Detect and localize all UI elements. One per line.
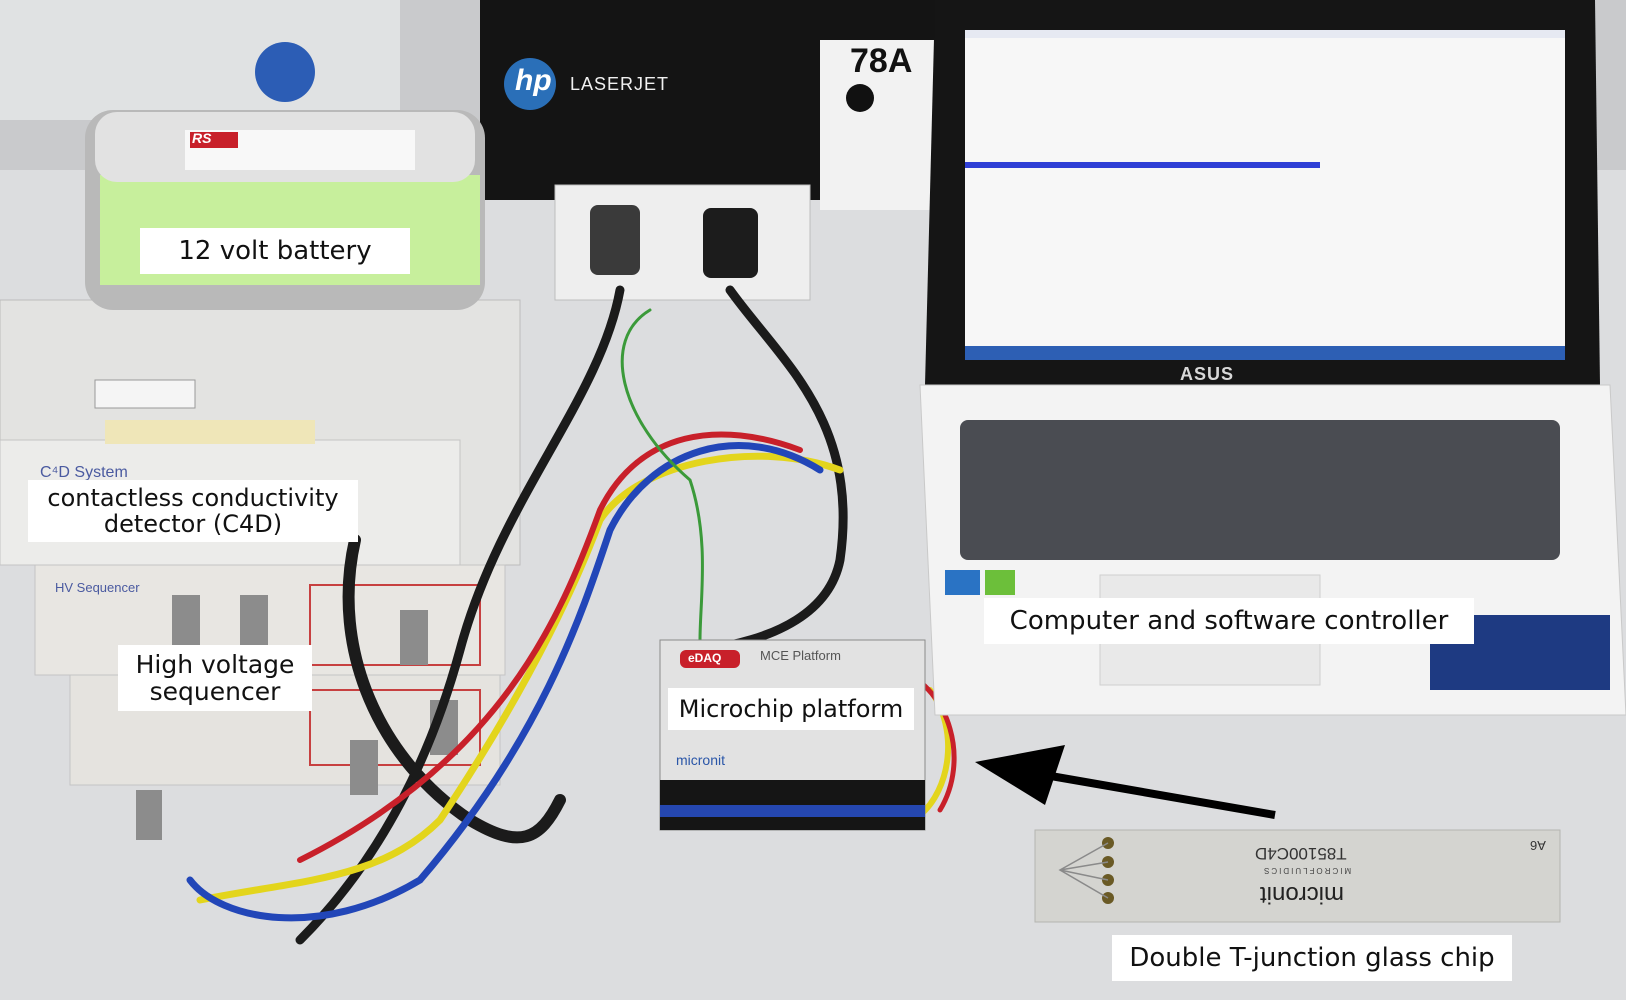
c4d-panel-label: C⁴D System <box>40 464 128 481</box>
keyboard <box>960 420 1560 560</box>
laptop-screen <box>965 30 1565 360</box>
chip-subtitle: MICROFLUIDICS <box>1262 866 1352 875</box>
detector-label: contactless conductivity detector (C4D) <box>28 480 358 542</box>
pointer-arrow <box>975 745 1276 819</box>
battery-label: 12 volt battery <box>140 228 410 274</box>
laptop <box>919 0 1626 716</box>
microchip-platform-label: Microchip platform <box>668 688 914 730</box>
microchip-platform-label-text: Microchip platform <box>678 694 904 723</box>
micronit-platform-logo: micronit <box>676 752 726 768</box>
laserjet-text: LASERJET <box>570 74 670 94</box>
edaq-logo: eDAQ <box>688 651 722 665</box>
battery-pack <box>85 110 485 310</box>
sequencer-label-line2: sequencer <box>149 677 281 706</box>
glass-chip-label-text: Double T-junction glass chip <box>1129 942 1495 973</box>
hv-panel-label: HV Sequencer <box>55 580 140 595</box>
battery-brand-logo: RS <box>192 130 212 146</box>
battery-label-text: 12 volt battery <box>178 235 372 266</box>
hp-toner-box <box>480 0 950 210</box>
glass-chip-label: Double T-junction glass chip <box>1112 935 1512 981</box>
sequencer-label-line1: High voltage <box>135 649 295 679</box>
detector-label-line2: detector (C4D) <box>103 510 283 538</box>
chip-code: T85100C4D <box>1255 844 1347 863</box>
bnc-connectors <box>136 595 458 840</box>
sequencer-label: High voltage sequencer <box>118 645 312 711</box>
cartridge-code: 78A <box>850 42 913 80</box>
mce-platform-text: MCE Platform <box>760 648 841 663</box>
computer-label-text: Computer and software controller <box>1009 605 1449 636</box>
hp-logo: hp <box>515 64 552 97</box>
chip-id: A6 <box>1530 838 1546 853</box>
glass-chip <box>1034 829 1561 923</box>
chip-brand: micronit <box>1260 881 1345 908</box>
blue-cap <box>255 42 315 102</box>
wires <box>186 285 957 945</box>
detector-label-line1: contactless conductivity <box>47 483 339 512</box>
power-socket <box>554 184 811 301</box>
laptop-brand: ASUS <box>1180 364 1235 384</box>
microchip-platform-device <box>659 639 926 831</box>
computer-label: Computer and software controller <box>984 598 1474 644</box>
